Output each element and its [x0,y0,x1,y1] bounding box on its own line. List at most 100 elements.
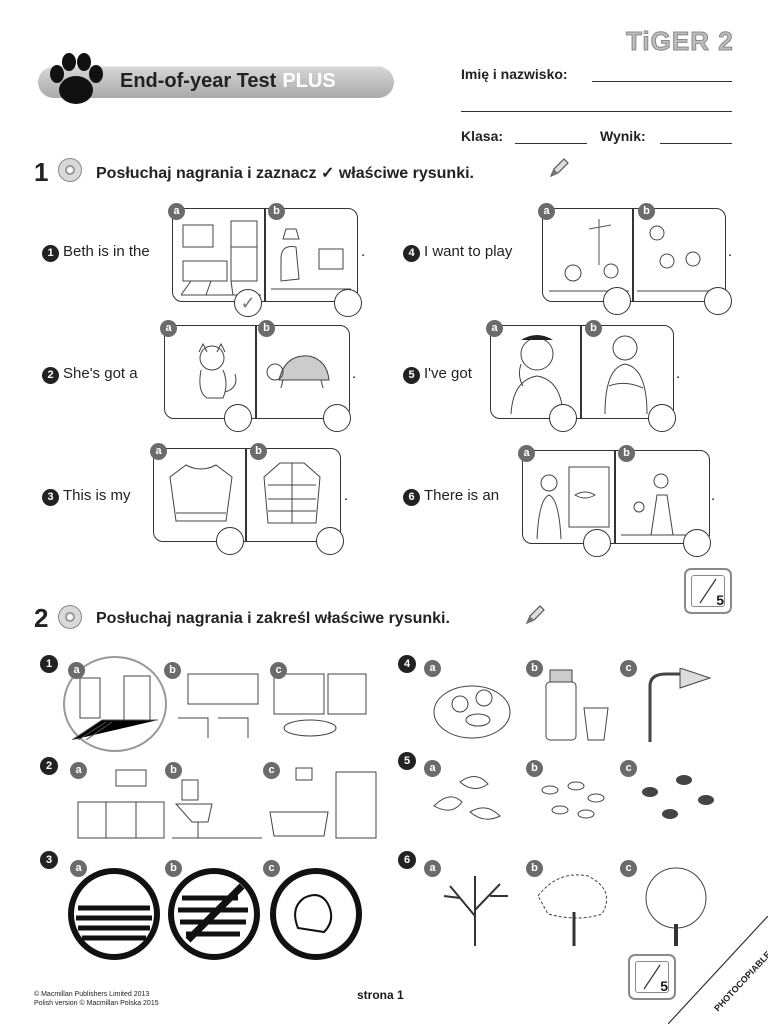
period: . [352,365,357,382]
option-a-tag: a [68,662,85,679]
row-number: 1 [40,655,58,673]
hide-and-seek-drawing [549,219,629,292]
option-b-tag: b [164,662,181,679]
leafy-tree-drawing [645,867,707,946]
test-title-plus: PLUS [282,70,336,92]
answer-circle[interactable]: ✓ [234,289,262,317]
medicine-drawing [545,669,609,741]
task2-instruction: Posłuchaj nagrania i zakreśl właściwe ry… [96,610,450,627]
option-a-tag: a [424,660,441,677]
option-b-tag: b [526,860,543,877]
option-a-tag: a [168,203,185,220]
option-b-tag: b [526,760,543,777]
class-line[interactable] [515,142,587,144]
stomachache-drawing [604,335,648,414]
hand-sign [270,868,362,960]
tiger-logo: TiGER 2 [626,26,734,57]
name-line-2[interactable] [461,110,732,112]
item-sentence: There is an [424,487,500,504]
row-number: 3 [40,851,58,869]
option-c-tag: c [620,760,637,777]
answer-circle[interactable] [316,527,344,555]
answer-circle[interactable] [683,529,711,557]
tag-game-drawing [637,225,719,292]
option-b-tag: b [526,660,543,677]
class-label: Klasa: [461,128,504,144]
page-number: strona 1 [357,988,404,1002]
period: . [711,487,716,504]
option-a-tag: a [486,320,503,337]
answer-circle[interactable] [216,527,244,555]
picture-pair [172,208,358,302]
answer-circle[interactable] [648,404,676,432]
item-number: 6 [403,489,420,506]
kitchen-drawing [77,769,165,839]
tortoise-drawing [266,355,330,389]
score-max: 5 [660,978,668,994]
bare-tree-drawing [443,876,508,946]
bathroom-drawing [172,779,262,839]
score-box[interactable]: 5 [628,954,676,1000]
task2-number: 2 [34,603,49,633]
answer-circle[interactable] [704,287,732,315]
option-c-tag: c [270,662,287,679]
score-max: 5 [716,592,724,608]
period: . [344,487,349,504]
cat-drawing [198,342,237,399]
park-drawing [621,473,703,536]
option-b-tag: b [585,320,602,337]
crossing-sign [68,868,160,960]
option-b-tag: b [165,762,182,779]
option-b-tag: b [268,203,285,220]
hall-drawing [72,675,158,740]
insects-drawing [642,775,714,819]
row-number: 2 [40,757,58,775]
pencil-icon [549,158,569,178]
option-a-tag: a [518,445,535,462]
classroom-drawing [178,673,259,738]
answer-circle[interactable] [334,289,362,317]
item-sentence: I've got [424,365,472,382]
picture-pair [490,325,674,419]
task1-instruction: Posłuchaj nagrania i zaznacz ✓ właściwe … [96,165,474,182]
option-a-tag: a [160,320,177,337]
option-a-tag: a [70,860,87,877]
answer-circle[interactable] [603,287,631,315]
option-a-tag: a [424,860,441,877]
row-number: 6 [398,851,416,869]
score-box[interactable]: 5 [684,568,732,614]
sweater-drawing [169,464,233,522]
answer-circle[interactable] [549,404,577,432]
item-number: 5 [403,367,420,384]
item-number: 4 [403,245,420,262]
circled-answer-example [63,656,167,752]
answer-circle[interactable] [224,404,252,432]
seeds-drawing [541,781,605,819]
score-label: Wynik: [600,128,646,144]
answer-circle[interactable] [583,529,611,557]
feathers-drawing [433,776,501,820]
task1-number: 1 [34,157,49,187]
name-line[interactable] [592,80,732,82]
option-c-tag: c [620,660,637,677]
jacket-drawing [263,462,321,524]
option-b-tag: b [250,443,267,460]
answer-circle[interactable] [323,404,351,432]
item-sentence: She's got a [63,365,138,382]
aquarium-drawing [536,466,610,539]
name-label: Imię i nazwisko: [461,66,568,82]
food-plate-drawing [433,685,511,739]
option-a-tag: a [70,762,87,779]
paw-icon [50,53,103,104]
picture-pair [153,448,341,542]
no-crossing-sign [168,868,260,960]
photocopiable-tab: PHOTOCOPIABLE [668,916,768,1024]
score-line[interactable] [660,142,732,144]
option-c-tag: c [263,762,280,779]
toothache-drawing [510,335,564,414]
option-b-tag: b [258,320,275,337]
item-number: 1 [42,245,59,262]
item-number: 3 [42,489,59,506]
copyright-line-2: Polish version © Macmillan Polska 2015 [34,1000,159,1007]
